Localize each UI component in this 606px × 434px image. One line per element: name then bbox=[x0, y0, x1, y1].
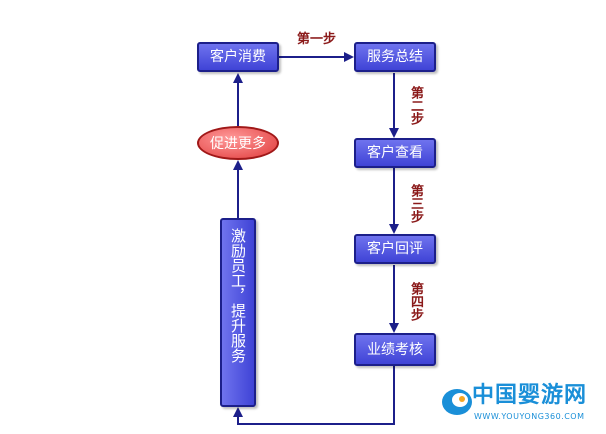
watermark-name: 中国婴游网 bbox=[472, 383, 588, 408]
node-customer-review: 客户回评 bbox=[354, 234, 436, 264]
node-performance-assess: 业绩考核 bbox=[354, 333, 436, 366]
node-promote-more: 促进更多 bbox=[197, 126, 279, 160]
step3-label: 第三步 bbox=[408, 183, 423, 223]
arrow-assess-to-incentive bbox=[233, 366, 395, 425]
step4-label: 第四步 bbox=[408, 281, 423, 321]
node-service-summary: 服务总结 bbox=[354, 42, 436, 72]
watermark-url: WWW.YOUYONG360.COM bbox=[474, 412, 585, 421]
logo-mark-icon bbox=[442, 389, 472, 415]
site-logo bbox=[442, 389, 472, 415]
node-customer-consume: 客户消费 bbox=[197, 42, 279, 72]
step2-label: 第二步 bbox=[408, 85, 423, 125]
step1-label: 第一步 bbox=[297, 32, 337, 47]
node-customer-check: 客户查看 bbox=[354, 138, 436, 168]
node-incentive-staff: 激励员工，提升服务 bbox=[220, 218, 256, 407]
